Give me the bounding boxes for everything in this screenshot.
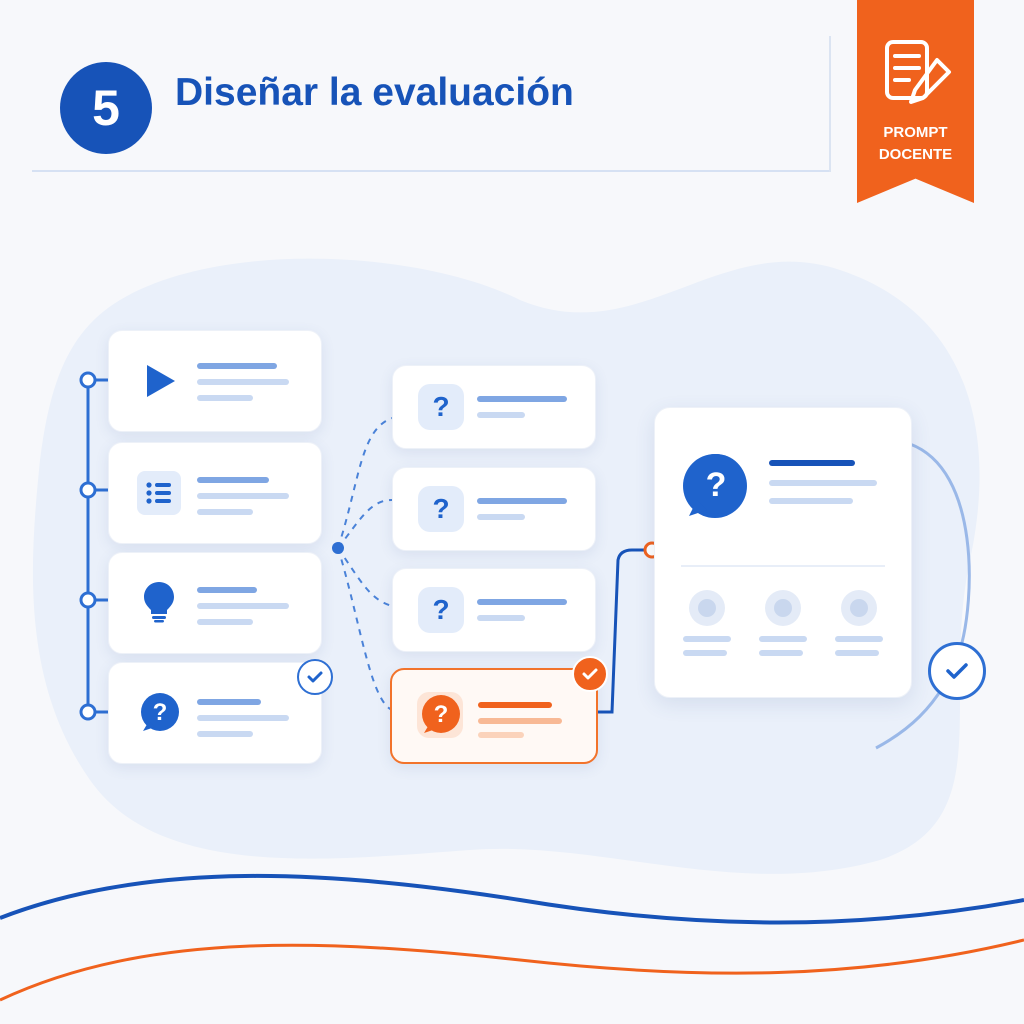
- timeline-node: [79, 591, 97, 609]
- lightbulb-icon: [137, 579, 181, 623]
- step-number-badge: 5: [60, 62, 152, 154]
- question-icon: ?: [417, 692, 463, 738]
- question-icon: ?: [418, 384, 464, 430]
- question-bubble-icon: ?: [683, 454, 747, 518]
- resource-card-list[interactable]: [108, 442, 322, 544]
- header-divider: [32, 170, 830, 172]
- svg-text:?: ?: [153, 699, 168, 726]
- branch-node: [332, 542, 344, 554]
- svg-text:?: ?: [434, 701, 449, 728]
- resource-card-idea[interactable]: [108, 552, 322, 654]
- timeline-node: [79, 703, 97, 721]
- decorative-orange-wave: [0, 938, 1024, 1002]
- question-bubble-icon: ?: [137, 691, 181, 735]
- question-card[interactable]: ?: [392, 467, 596, 551]
- option-radio[interactable]: [765, 590, 801, 626]
- ribbon-label: PROMPT DOCENTE: [878, 124, 953, 163]
- decorative-blue-wave: [0, 873, 1024, 925]
- timeline-node: [79, 481, 97, 499]
- page-title: Diseñar la evaluación: [175, 71, 574, 114]
- svg-text:?: ?: [706, 466, 727, 504]
- question-card[interactable]: ?: [392, 365, 596, 449]
- resource-card-question[interactable]: ?: [108, 662, 322, 764]
- header-vertical-divider: [829, 36, 831, 172]
- play-icon: [137, 359, 181, 403]
- resource-card-video[interactable]: [108, 330, 322, 432]
- document-pencil-icon: [885, 40, 951, 104]
- list-icon: [137, 471, 181, 515]
- question-icon: ?: [418, 587, 464, 633]
- question-card[interactable]: ?: [392, 568, 596, 652]
- prompt-docente-ribbon: PROMPT DOCENTE: [857, 0, 974, 203]
- check-circle-icon: [928, 642, 986, 700]
- assessment-card[interactable]: ?: [654, 407, 912, 698]
- timeline-node: [79, 371, 97, 389]
- option-radio[interactable]: [841, 590, 877, 626]
- check-circle-icon: [297, 659, 333, 695]
- question-card-selected[interactable]: ?: [390, 668, 598, 764]
- check-circle-icon: [572, 656, 608, 692]
- option-radio[interactable]: [689, 590, 725, 626]
- question-icon: ?: [418, 486, 464, 532]
